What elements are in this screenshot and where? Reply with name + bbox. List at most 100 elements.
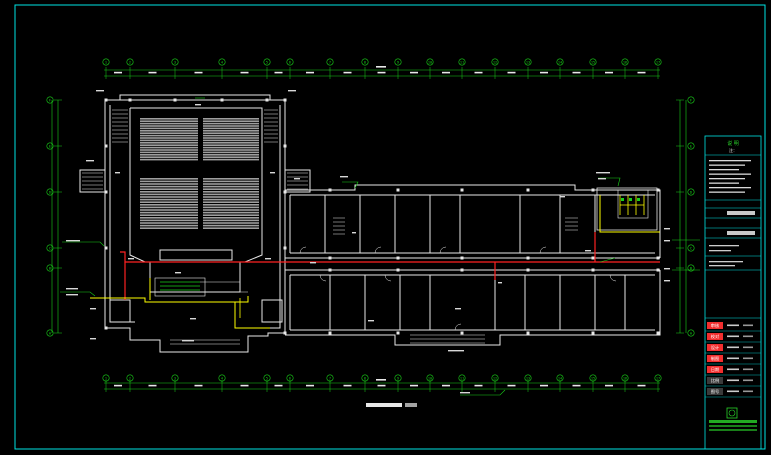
column-bubble-label: 17 [656,376,660,380]
row-bubble-label: D [690,190,692,194]
column-bubble-label: 12 [493,60,497,64]
title-block-notes [709,160,751,267]
row-bubble [46,264,54,272]
column-bubble-label: 17 [656,60,660,64]
column-bubble-label: 1 [105,376,107,380]
column-bubble [621,58,629,66]
row-bubble-label: A [49,331,52,335]
column-bubble [491,374,499,382]
row-bubble [46,96,54,104]
row-bubble [687,329,695,337]
stage-equipment [154,277,248,318]
column-bubble-label: 3 [174,376,176,380]
column-bubble-label: 4 [221,376,223,380]
column-bubble-label: 15 [591,376,595,380]
title-block-subheader: 注： [729,147,737,153]
column-bubble [524,374,532,382]
column-bubble-label: 15 [591,60,595,64]
column-bubble-label: 10 [428,376,432,380]
title-block-header: 说 明 [727,140,739,147]
row-bubble [46,142,54,150]
column-bubble [524,58,532,66]
column-bubble-label: 13 [526,376,530,380]
column-bubble [102,58,110,66]
column-bubble [589,374,597,382]
column-bubble [458,374,466,382]
outer-frame [14,4,766,450]
column-bubble-label: 12 [493,376,497,380]
row-bubble-label: E [690,144,692,148]
column-bubble-label: 8 [364,60,366,64]
column-bubble-label: 7 [329,60,331,64]
column-bubble [361,374,369,382]
title-block-row-label: 设计 [711,344,719,351]
column-bubble-label: 16 [623,60,627,64]
column-bubble-label: 5 [266,376,268,380]
auditorium-seating [140,118,259,229]
row-bubble [687,264,695,272]
title-block-row-label: 比例 [711,377,719,384]
column-bubble [263,374,271,382]
row-bubble-label: B [690,266,692,270]
row-bubble-label: F [49,98,51,102]
row-bubble-label: A [690,331,693,335]
legend-bar [366,403,417,407]
drawing-labels [66,90,670,394]
dimension-lines [51,66,687,392]
column-bubble [394,58,402,66]
pipe-route-yellow [90,278,270,329]
column-bubble [556,374,564,382]
column-bubble-label: 7 [329,376,331,380]
column-bubble-label: 4 [221,60,223,64]
column-bubble [126,58,134,66]
column-bubble [556,58,564,66]
column-bubble [218,374,226,382]
row-bubble-label: D [49,190,51,194]
column-bubble [286,374,294,382]
column-bubble [326,58,334,66]
column-bubble-label: 2 [129,60,131,64]
column-bubble-label: 13 [526,60,530,64]
row-bubble-label: F [690,98,692,102]
column-bubble-label: 8 [364,376,366,380]
column-bubble [126,374,134,382]
title-block-row-label: 审核 [711,322,720,329]
column-bubble [491,58,499,66]
column-bubble [326,374,334,382]
pipe-route-red [120,232,660,300]
column-bubble [426,58,434,66]
column-bubble-label: 11 [460,376,464,380]
column-bubble-label: 14 [558,60,562,64]
column-bubble [654,58,662,66]
institute-seal-icon [726,407,738,419]
column-bubble-label: 5 [266,60,268,64]
column-bubble [218,58,226,66]
column-bubble [263,58,271,66]
row-bubble [687,244,695,252]
column-bubble-label: 3 [174,60,176,64]
row-bubble [687,188,695,196]
column-bubble [589,58,597,66]
row-bubble [46,329,54,337]
row-bubble [687,96,695,104]
column-bubble [171,58,179,66]
column-bubble [654,374,662,382]
column-bubble [394,374,402,382]
row-bubble-label: E [49,144,51,148]
column-bubble [458,58,466,66]
annotation-leaders [60,97,700,396]
row-bubble [46,244,54,252]
column-bubble-label: 1 [105,60,107,64]
column-bubble [171,374,179,382]
row-bubble [687,142,695,150]
column-bubble [102,374,110,382]
row-bubble-label: C [49,246,51,250]
row-bubble-label: B [49,266,51,270]
column-bubble-label: 6 [289,376,291,380]
column-bubble-label: 10 [428,60,432,64]
